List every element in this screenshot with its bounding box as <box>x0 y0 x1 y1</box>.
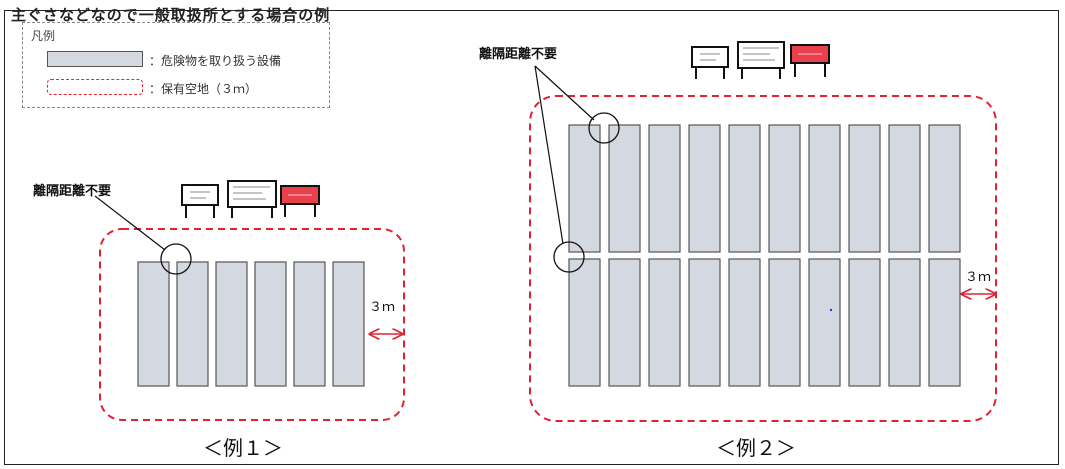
ex1-equipment-unit <box>332 261 365 387</box>
ex1-gap-marker <box>160 243 192 275</box>
ex2-equipment-unit <box>848 258 881 387</box>
sign-board-info-icon <box>737 41 785 79</box>
ex1-leader-line <box>94 195 166 251</box>
sign-board-white-icon <box>691 46 729 79</box>
ex2-equipment-unit <box>888 124 921 253</box>
ex2-gap-marker-left <box>553 241 585 273</box>
ex2-equipment-unit <box>888 258 921 387</box>
diagram-frame: 主ぐさなどなので一般取扱所とする場合の例 <box>4 6 1059 465</box>
ex2-equipment-unit <box>808 124 841 253</box>
ex1-equipment-unit <box>137 261 170 387</box>
ex2-equipment-unit <box>608 124 641 253</box>
ex1-equipment-group <box>137 261 365 387</box>
header-text: 主ぐさなどなので一般取扱所とする場合の例 <box>11 6 331 24</box>
ex2-caption: ＜例２＞ <box>716 436 796 460</box>
ex2-equipment-unit <box>848 124 881 253</box>
legend-equipment-label: ：危険物を取り扱う設備 <box>149 54 282 68</box>
ex1-equipment-unit <box>293 261 326 387</box>
sign-board-white-icon <box>181 184 219 218</box>
ex2-equipment-unit <box>808 258 841 387</box>
ex2-leader-line-2 <box>534 65 564 245</box>
ex2-equipment-unit <box>728 124 761 253</box>
legend-space-label: ：保有空地（３ｍ） <box>149 82 258 96</box>
legend: 凡例 ：危険物を取り扱う設備 ：保有空地（３ｍ） <box>22 22 330 108</box>
ex2-note: 離隔距離不要 <box>479 47 558 62</box>
ex2-leader-line-1 <box>534 65 595 121</box>
ex1-equipment-unit <box>254 261 287 387</box>
ex2-equipment-unit <box>688 258 721 387</box>
ex1-caption: ＜例１＞ <box>203 436 283 460</box>
sign-board-red-icon <box>790 44 830 77</box>
ex1-equipment-unit <box>215 261 248 387</box>
ex2-equipment-unit <box>768 258 801 387</box>
ex1-distance-label: ３ｍ <box>369 300 396 315</box>
legend-equipment-swatch <box>47 51 143 67</box>
ex2-equipment-unit <box>568 124 601 253</box>
ex2-equipment-unit <box>568 258 601 387</box>
ex2-gap-marker-top <box>588 112 620 144</box>
ex2-safety-space <box>529 95 997 422</box>
ex1-note: 離隔距離不要 <box>33 184 112 199</box>
ex2-equipment-unit <box>928 124 961 253</box>
ex2-equipment-unit <box>728 258 761 387</box>
ex2-stray-dot <box>829 308 833 312</box>
ex1-safety-space <box>99 228 405 421</box>
sign-board-info-icon <box>227 180 277 218</box>
sign-board-red-icon <box>280 185 320 217</box>
ex2-equipment-unit <box>688 124 721 253</box>
ex2-distance-label: ３ｍ <box>965 270 992 285</box>
ex1-equipment-unit <box>176 261 209 387</box>
ex2-equipment-unit <box>928 258 961 387</box>
legend-space-swatch <box>47 79 143 95</box>
ex2-equipment-unit <box>608 258 641 387</box>
ex2-equipment-unit <box>768 124 801 253</box>
ex2-equipment-group <box>568 124 961 387</box>
legend-title: 凡例 <box>31 29 56 43</box>
ex2-equipment-unit <box>648 124 681 253</box>
ex2-equipment-unit <box>648 258 681 387</box>
